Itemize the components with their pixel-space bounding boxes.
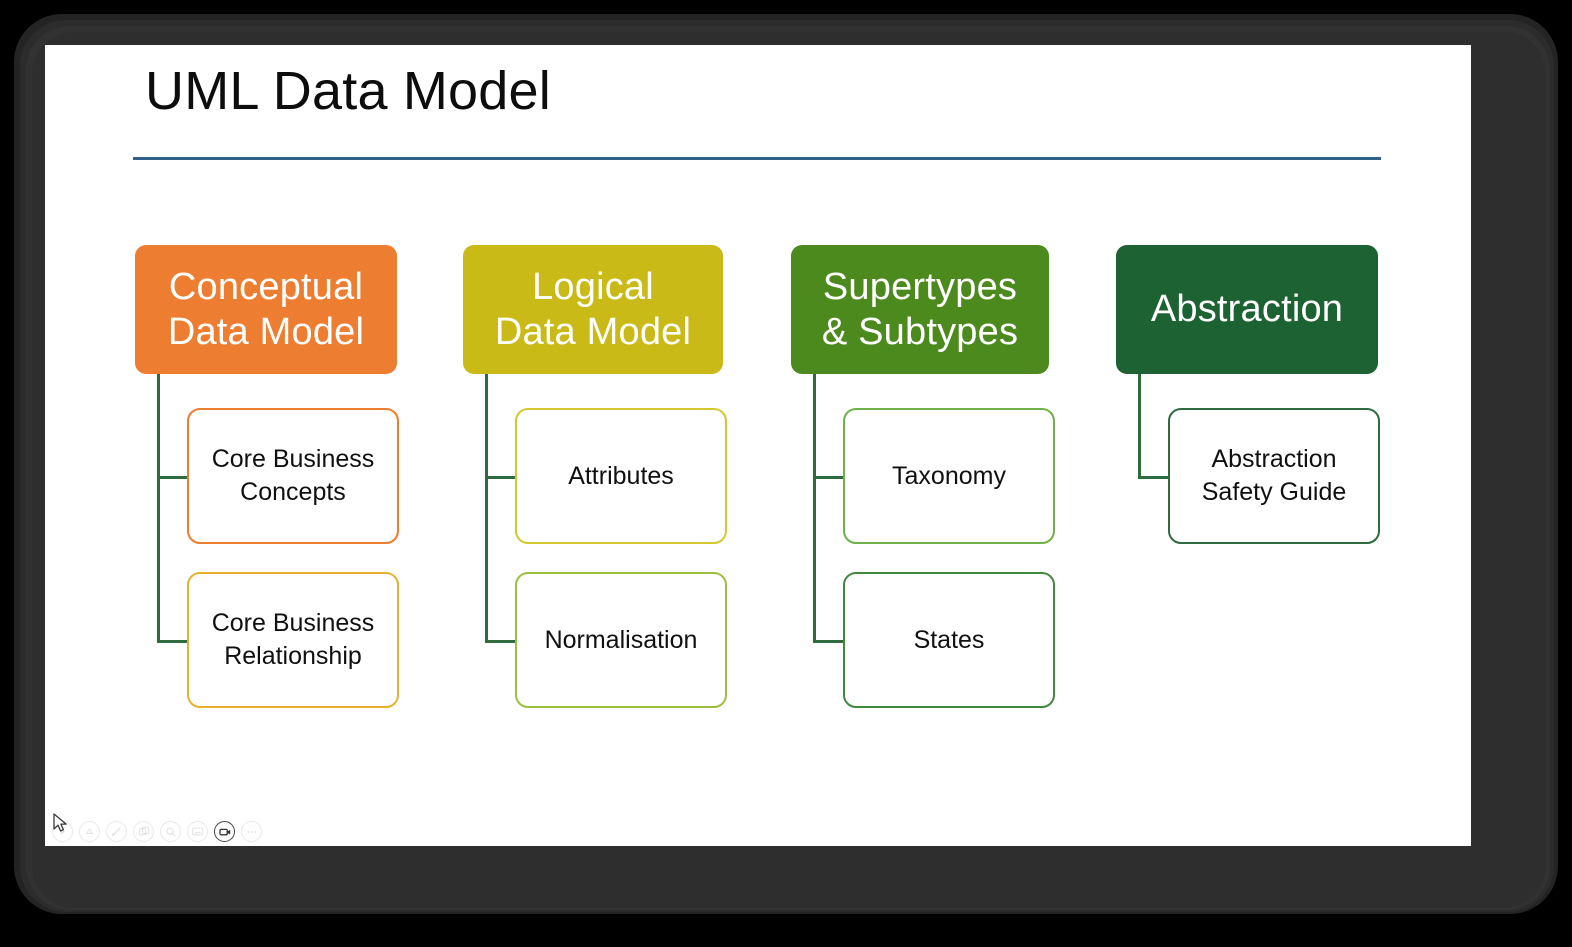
record-video-icon[interactable] xyxy=(214,821,235,842)
diagram-header-card[interactable]: Supertypes& Subtypes xyxy=(791,245,1049,374)
zoom-in-icon[interactable] xyxy=(160,821,181,842)
header-card-label-line: & Subtypes xyxy=(821,310,1019,353)
child-card-label-line: States xyxy=(913,625,985,654)
child-card-label: Normalisation xyxy=(545,624,698,657)
presentation-toolbar[interactable] xyxy=(52,821,262,842)
header-card-label-line: Supertypes xyxy=(822,265,1018,308)
child-card-label-line: Safety Guide xyxy=(1201,478,1347,506)
subtitles-icon[interactable] xyxy=(187,821,208,842)
header-card-label-line: Logical xyxy=(532,265,654,308)
connector-trunk xyxy=(1138,374,1141,476)
child-card-label: Attributes xyxy=(568,460,674,493)
header-card-label: Supertypes& Subtypes xyxy=(822,265,1018,355)
connector-branch xyxy=(1138,476,1168,479)
child-card-label-line: Abstraction xyxy=(1211,445,1337,473)
child-card-label-line: Concepts xyxy=(240,478,346,506)
child-card-label-line: Normalisation xyxy=(544,625,698,654)
connector-branch xyxy=(813,640,843,643)
more-options-icon[interactable] xyxy=(241,821,262,842)
page-title: UML Data Model xyxy=(145,61,551,121)
connector-trunk xyxy=(485,374,488,640)
child-card-label: Taxonomy xyxy=(892,460,1006,493)
child-card-label-line: Core Business xyxy=(211,609,375,637)
header-card-label-line: Data Model xyxy=(167,310,365,353)
title-divider xyxy=(133,157,1381,160)
connector-branch xyxy=(485,476,515,479)
connector-trunk xyxy=(157,374,160,640)
header-card-label-line: Abstraction xyxy=(1150,288,1344,331)
connector-trunk xyxy=(813,374,816,640)
diagram-header-card[interactable]: Abstraction xyxy=(1116,245,1378,374)
pen-icon[interactable] xyxy=(106,821,127,842)
child-card-label-line: Taxonomy xyxy=(892,461,1006,490)
connector-branch xyxy=(157,640,187,643)
header-card-label-line: Data Model xyxy=(494,310,692,353)
diagram-child-card[interactable]: Normalisation xyxy=(515,572,727,708)
slides-grid-icon[interactable] xyxy=(133,821,154,842)
mouse-cursor-icon xyxy=(53,813,71,838)
connector-branch xyxy=(813,476,843,479)
diagram-child-card[interactable]: States xyxy=(843,572,1055,708)
child-card-label-line: Relationship xyxy=(224,642,362,670)
connector-branch xyxy=(485,640,515,643)
laser-pointer-icon[interactable] xyxy=(79,821,100,842)
diagram-child-card[interactable]: Attributes xyxy=(515,408,727,544)
header-card-label: Abstraction xyxy=(1151,287,1343,332)
header-card-label-line: Conceptual xyxy=(168,265,364,308)
child-card-label-line: Core Business xyxy=(211,445,375,473)
connector-branch xyxy=(157,476,187,479)
child-card-label-line: Attributes xyxy=(568,461,674,490)
child-card-label: States xyxy=(914,624,985,657)
diagram-child-card[interactable]: Taxonomy xyxy=(843,408,1055,544)
